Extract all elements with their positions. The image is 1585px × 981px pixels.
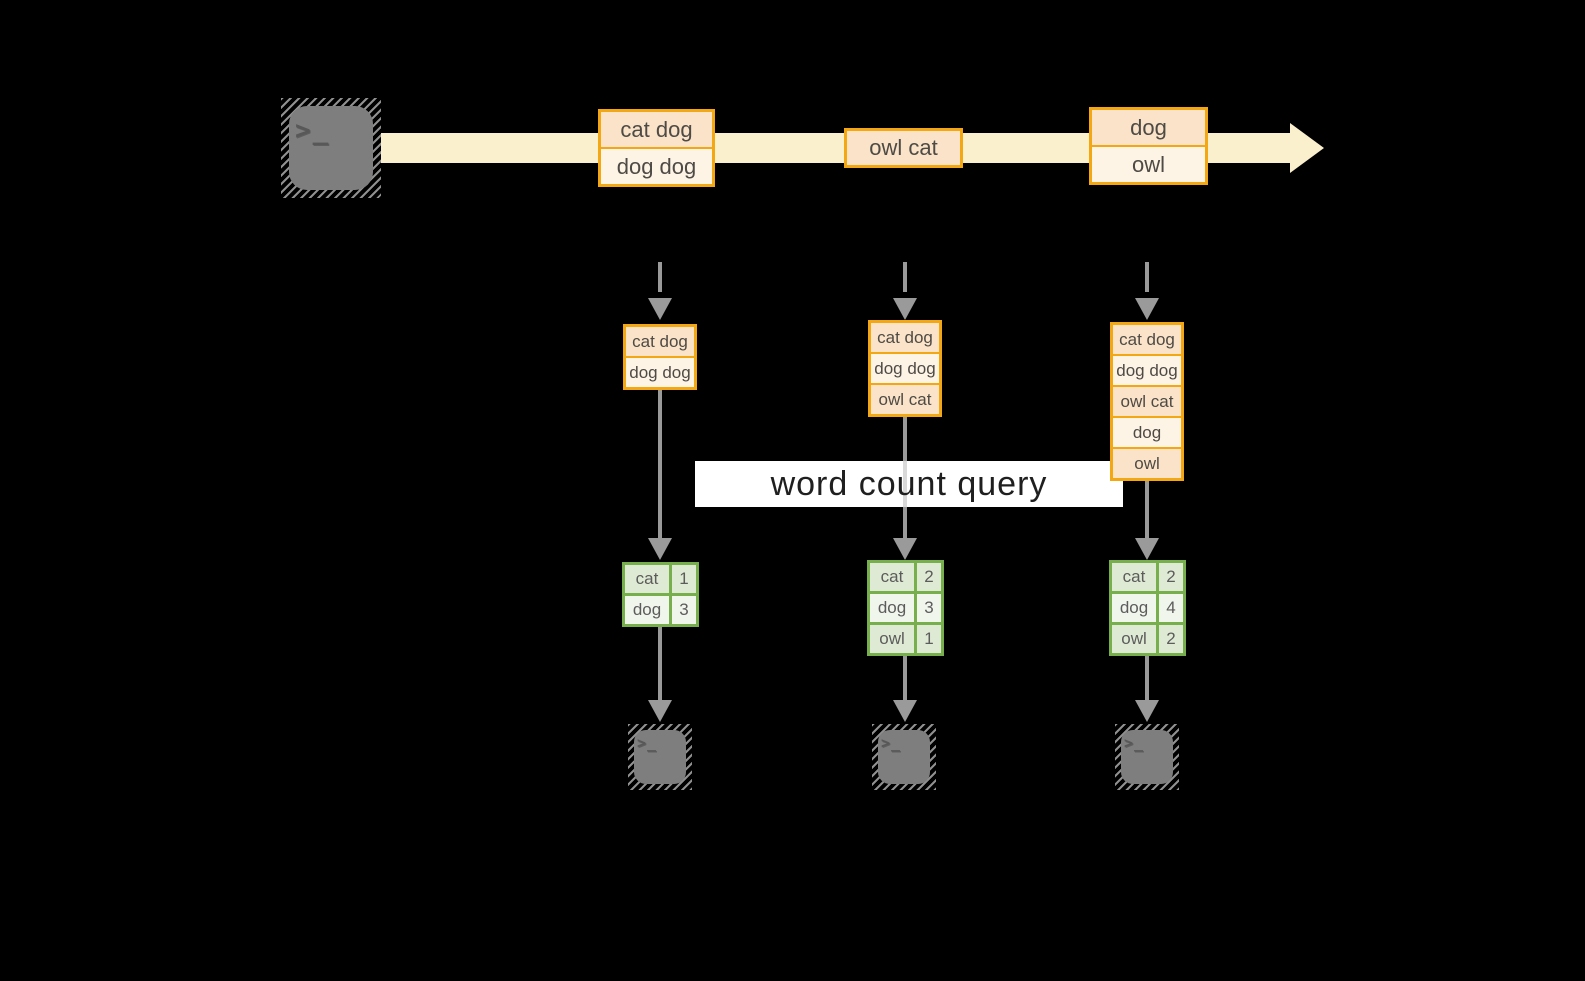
wordcount-table: cat 2 dog 4 owl 2 [1109, 560, 1186, 656]
word-cell: cat [870, 563, 914, 591]
arrowhead-icon [893, 700, 917, 722]
terminal-screen [1121, 730, 1173, 784]
state-store-box: cat dog dog dog [623, 324, 697, 390]
count-cell: 1 [917, 625, 941, 653]
output-arrow-line [658, 627, 662, 700]
state-row: dog dog [1113, 356, 1181, 385]
query-arrow-line [658, 388, 662, 538]
event-line: owl [1092, 147, 1205, 182]
state-row: dog [1113, 418, 1181, 447]
state-row: owl [1113, 449, 1181, 478]
stream-arrowhead-icon [1290, 123, 1324, 173]
wordcount-table: cat 1 dog 3 [622, 562, 699, 627]
state-store-box: cat dog dog dog owl cat dog owl [1110, 322, 1184, 481]
dashed-arrow-line [658, 262, 662, 292]
count-cell: 2 [917, 563, 941, 591]
count-cell: 2 [1159, 563, 1183, 591]
event-line: cat dog [601, 112, 712, 147]
count-cell: 2 [1159, 625, 1183, 653]
arrowhead-icon [648, 298, 672, 320]
state-row: cat dog [871, 323, 939, 352]
terminal-prompt-icon: >_ [1124, 734, 1145, 752]
word-cell: dog [870, 594, 914, 622]
dashed-arrow-line [903, 262, 907, 292]
state-row: owl cat [1113, 387, 1181, 416]
arrowhead-icon [648, 700, 672, 722]
arrow-through-banner [903, 461, 907, 507]
state-row: cat dog [626, 327, 694, 356]
word-cell: owl [870, 625, 914, 653]
arrowhead-icon [893, 298, 917, 320]
word-cell: cat [625, 565, 669, 593]
arrowhead-icon [1135, 700, 1159, 722]
terminal-prompt-icon: >_ [881, 734, 902, 752]
count-cell: 1 [672, 565, 696, 593]
output-arrow-line [1145, 656, 1149, 700]
state-store-box: cat dog dog dog owl cat [868, 320, 942, 417]
query-label: word count query [770, 465, 1048, 503]
dashed-arrow-line [1145, 262, 1149, 292]
consumer-terminal-icon: >_ [628, 724, 692, 790]
word-cell: dog [625, 596, 669, 624]
stream-event-box: cat dog dog dog [598, 109, 715, 187]
arrowhead-icon [893, 538, 917, 560]
event-line: dog dog [601, 149, 712, 184]
count-cell: 3 [672, 596, 696, 624]
wordcount-table: cat 2 dog 3 owl 1 [867, 560, 944, 656]
state-row: cat dog [1113, 325, 1181, 354]
word-cell: cat [1112, 563, 1156, 591]
state-row: owl cat [871, 385, 939, 414]
state-row: dog dog [871, 354, 939, 383]
count-cell: 4 [1159, 594, 1183, 622]
event-line: dog [1092, 110, 1205, 145]
query-banner: word count query [695, 461, 1123, 507]
event-line: owl cat [847, 131, 960, 165]
stream-event-box: owl cat [844, 128, 963, 168]
arrowhead-icon [1135, 298, 1159, 320]
word-cell: dog [1112, 594, 1156, 622]
terminal-prompt-icon: >_ [637, 734, 658, 752]
word-cell: owl [1112, 625, 1156, 653]
stream-event-box: dog owl [1089, 107, 1208, 185]
output-arrow-line [903, 656, 907, 700]
consumer-terminal-icon: >_ [1115, 724, 1179, 790]
arrowhead-icon [1135, 538, 1159, 560]
arrowhead-icon [648, 538, 672, 560]
terminal-screen [289, 106, 373, 190]
query-arrow-line [1145, 481, 1149, 538]
state-row: dog dog [626, 358, 694, 387]
producer-terminal-icon: >_ [281, 98, 381, 198]
count-cell: 3 [917, 594, 941, 622]
terminal-prompt-icon: >_ [295, 116, 331, 146]
consumer-terminal-icon: >_ [872, 724, 936, 790]
terminal-screen [878, 730, 930, 784]
terminal-screen [634, 730, 686, 784]
